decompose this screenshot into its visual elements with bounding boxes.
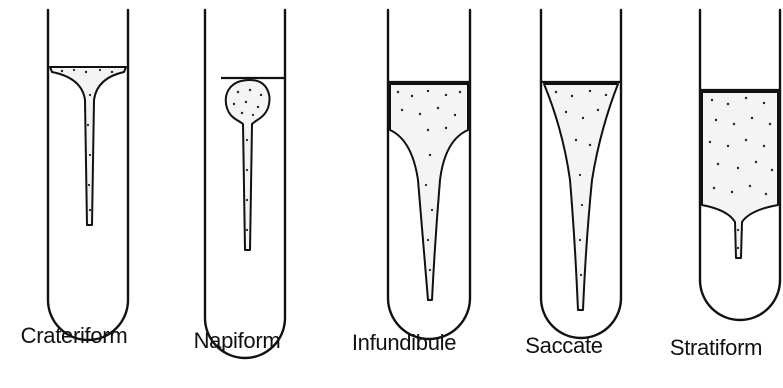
saccate-growth [544,84,618,310]
tube-stratiform [700,10,780,320]
napiform-growth [226,80,270,250]
crateriform-growth [50,67,126,225]
label-infundibule: Infundibule [352,330,456,356]
tube-crateriform [48,10,128,340]
label-saccate: Saccate [525,333,602,359]
tube-napiform [205,10,285,358]
infundibule-growth [390,84,468,300]
label-stratiform: Stratiform [670,335,762,361]
stratiform-growth [702,92,778,258]
tube-saccate [541,10,621,338]
label-crateriform: Crateriform [21,323,128,349]
label-napiform: Napiform [194,328,281,354]
tube-infundibule [388,10,470,339]
